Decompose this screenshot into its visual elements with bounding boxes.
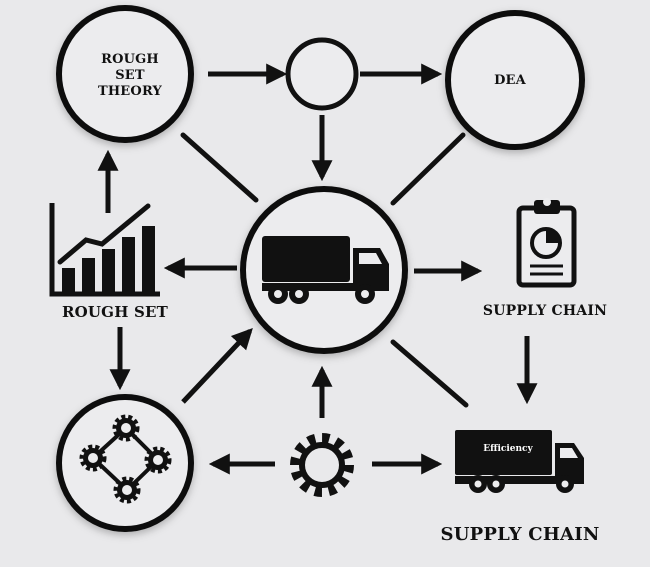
dea-label: DEA [494, 73, 526, 88]
rough-set-theory-line: THEORY [97, 84, 163, 99]
small-circle [285, 37, 359, 111]
gear-network-icon [79, 414, 172, 504]
connector-lines [180, 132, 469, 408]
truck-icon [262, 236, 389, 304]
efficiency-truck-icon [455, 430, 584, 493]
line-dea-to-center [390, 132, 466, 206]
rough-set-theory-circle [56, 5, 194, 143]
rough-set-label: ROUGH SET [61, 303, 169, 321]
bar-chart-icon [49, 203, 160, 297]
rough-set-theory-label: ROUGH SET THEORY [80, 52, 180, 100]
arrow-network-to-center [181, 327, 253, 404]
line-center-to-supply-chain [390, 339, 469, 408]
line-rst-to-center [180, 132, 259, 203]
clipboard-icon [516, 198, 577, 288]
supply-chain-bottom-label: SUPPLY CHAIN [440, 524, 600, 545]
network-circle [56, 394, 194, 532]
supply-chain-top-label: SUPPLY CHAIN [482, 303, 608, 319]
dea-circle [445, 10, 585, 150]
rough-set-theory-line: ROUGH [101, 52, 159, 67]
rough-set-theory-line: SET [115, 68, 145, 83]
arrows [97, 63, 538, 475]
gear-icon [290, 433, 354, 497]
efficiency-label: Efficiency [483, 444, 533, 454]
